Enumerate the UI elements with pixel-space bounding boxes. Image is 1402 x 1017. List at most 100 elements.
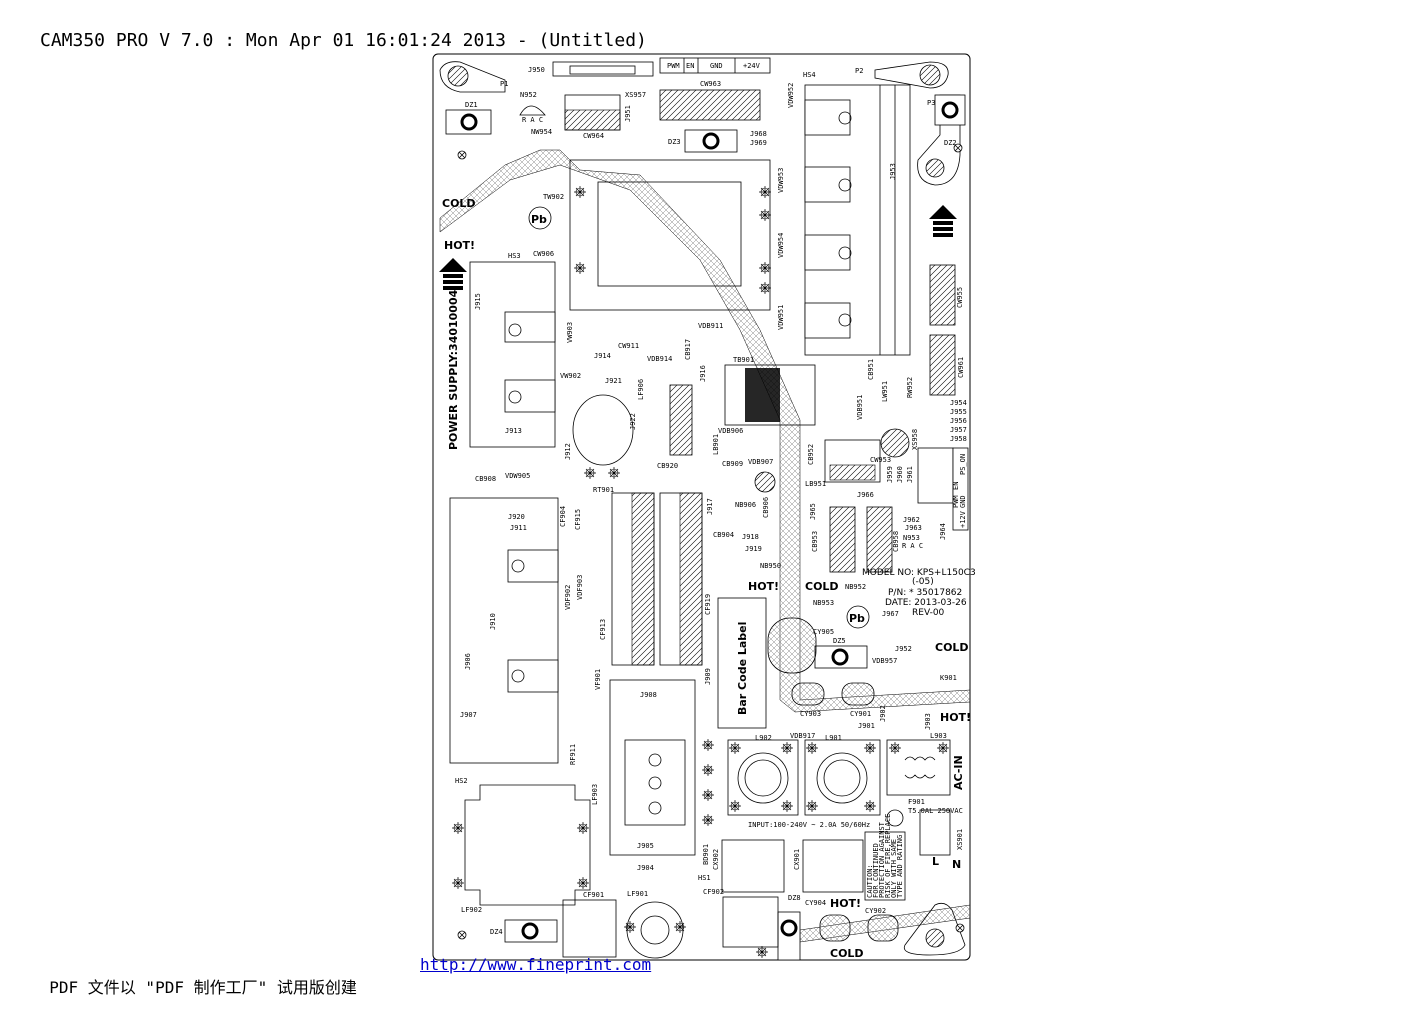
- ref-cw964: CW964: [583, 132, 604, 140]
- ref-vdb907: VDB907: [748, 458, 773, 466]
- ref-j903: J903: [924, 713, 932, 730]
- ref-j918: J918: [742, 533, 759, 541]
- ref-rf911: RF911: [569, 744, 577, 765]
- ref-vdw952: VDW952: [787, 83, 795, 108]
- ref-j917: J917: [706, 498, 714, 515]
- dz1-pad: [445, 109, 492, 135]
- ref-l902: L902: [755, 734, 772, 742]
- cy903-oval: [791, 682, 825, 706]
- ref-cy902: CY902: [865, 907, 886, 915]
- cx901-cap: [802, 839, 864, 893]
- ref-j966: J966: [857, 491, 874, 499]
- lf906-cap: [669, 384, 693, 456]
- ref-j952: J952: [895, 645, 912, 653]
- mount-slot-left: [439, 61, 506, 93]
- power-supply-label: POWER SUPPLY:34010004: [447, 289, 460, 450]
- ref-hs3: HS3: [508, 252, 521, 260]
- ref-vw903: VW903: [566, 322, 574, 343]
- svg-text:PROTECTION AGAINST: PROTECTION AGAINST: [878, 821, 886, 898]
- ref-j919: J919: [745, 545, 762, 553]
- ref-vdb914: VDB914: [647, 355, 672, 363]
- ref-hs1: HS1: [698, 874, 711, 882]
- ref-xs901: XS901: [956, 829, 964, 850]
- label-pwm-r: PWM: [952, 495, 960, 508]
- ref-vdf902: VDF902: [564, 585, 572, 610]
- choke-l903: [886, 739, 951, 796]
- right-connector: +12V GND PS_ON PWM EN: [917, 447, 969, 531]
- bar-code-label: Bar Code Label: [736, 622, 749, 715]
- ref-j957: J957: [950, 426, 967, 434]
- ref-cy901: CY901: [850, 710, 871, 718]
- cb958-cap: [866, 506, 893, 573]
- screw-icon: [955, 923, 965, 933]
- ref-j962: J962: [903, 516, 920, 524]
- heatsink-hs2-lower: [464, 784, 591, 906]
- n952-pins: R A C: [522, 116, 543, 124]
- ref-dz2: DZ2: [944, 139, 957, 147]
- warning-cold-3: COLD: [935, 641, 969, 654]
- n953-pins: R A C: [902, 542, 923, 550]
- cb953-cap: [829, 506, 856, 573]
- ref-j912: J912: [564, 443, 572, 460]
- pb-mark-2: Pb: [846, 605, 870, 629]
- ref-lf906: LF906: [637, 379, 645, 400]
- ref-cf915: CF915: [574, 509, 582, 530]
- ref-lb951: LB951: [805, 480, 826, 488]
- ref-j965: J965: [809, 503, 817, 520]
- model-number: MODEL NO: KPS+L150C3: [862, 568, 976, 578]
- ref-j902: J902: [879, 705, 887, 722]
- ref-vdb957: VDB957: [872, 657, 897, 665]
- ref-cy905: CY905: [813, 628, 834, 636]
- warning-cold-2: COLD: [805, 580, 839, 593]
- ref-hs4: HS4: [803, 71, 816, 79]
- ref-cf904: CF904: [559, 506, 567, 527]
- ref-p2: P2: [855, 67, 863, 75]
- cy904-oval: [819, 914, 851, 942]
- cb952-block: [824, 439, 881, 483]
- ref-n952: N952: [520, 91, 537, 99]
- ref-l901: L901: [825, 734, 842, 742]
- dz4-pad: [504, 919, 558, 943]
- ref-j922: J922: [629, 413, 637, 430]
- cb906-cap: [754, 471, 776, 493]
- label-gnd-r: GND: [959, 495, 967, 508]
- ref-j920: J920: [508, 513, 525, 521]
- ref-nb953: NB953: [813, 599, 834, 607]
- ref-j960: J960: [896, 466, 904, 483]
- ref-cf901: CF901: [583, 891, 604, 899]
- cf901-cap: [562, 899, 617, 958]
- ref-lw951: LW951: [881, 381, 889, 402]
- dz8-pad: [777, 911, 801, 961]
- ref-cb958: CB958: [892, 531, 900, 552]
- ref-cx901: CX901: [793, 849, 801, 870]
- ref-cb908: CB908: [475, 475, 496, 483]
- ref-vdw905: VDW905: [505, 472, 530, 480]
- label-en: EN: [686, 62, 694, 70]
- label-24v: +24V: [743, 62, 761, 70]
- ref-vdw954: VDW954: [777, 233, 785, 258]
- mount-slot-bottom-right: [903, 902, 966, 956]
- transformer-tb901: [724, 364, 816, 426]
- ref-nb952: NB952: [845, 583, 866, 591]
- input-rating: INPUT:100-240V ~ 2.0A 50/60Hz: [748, 821, 870, 829]
- ref-lf901: LF901: [627, 890, 648, 898]
- warning-cold-1: COLD: [442, 197, 476, 210]
- ref-j910: J910: [489, 613, 497, 630]
- ref-j916: J916: [699, 365, 707, 382]
- caution-box: [864, 831, 906, 901]
- warning-hot-1: HOT!: [444, 239, 475, 252]
- ref-cb917: CB917: [684, 339, 692, 360]
- screw-icon: [457, 150, 467, 160]
- footer-link[interactable]: http://www.fineprint.com: [420, 955, 652, 974]
- ref-cw953: CW953: [870, 456, 891, 464]
- ref-dz5: DZ5: [833, 637, 846, 645]
- ref-vf901: VF901: [594, 669, 602, 690]
- j912-component: [572, 394, 634, 466]
- ref-vdb917: VDB917: [790, 732, 815, 740]
- ref-j950: J950: [528, 66, 545, 74]
- ref-tb901: TB901: [733, 356, 754, 364]
- model-variant: (-05): [912, 577, 934, 587]
- ref-cf919: CF919: [704, 594, 712, 615]
- ref-p1: P1: [500, 80, 508, 88]
